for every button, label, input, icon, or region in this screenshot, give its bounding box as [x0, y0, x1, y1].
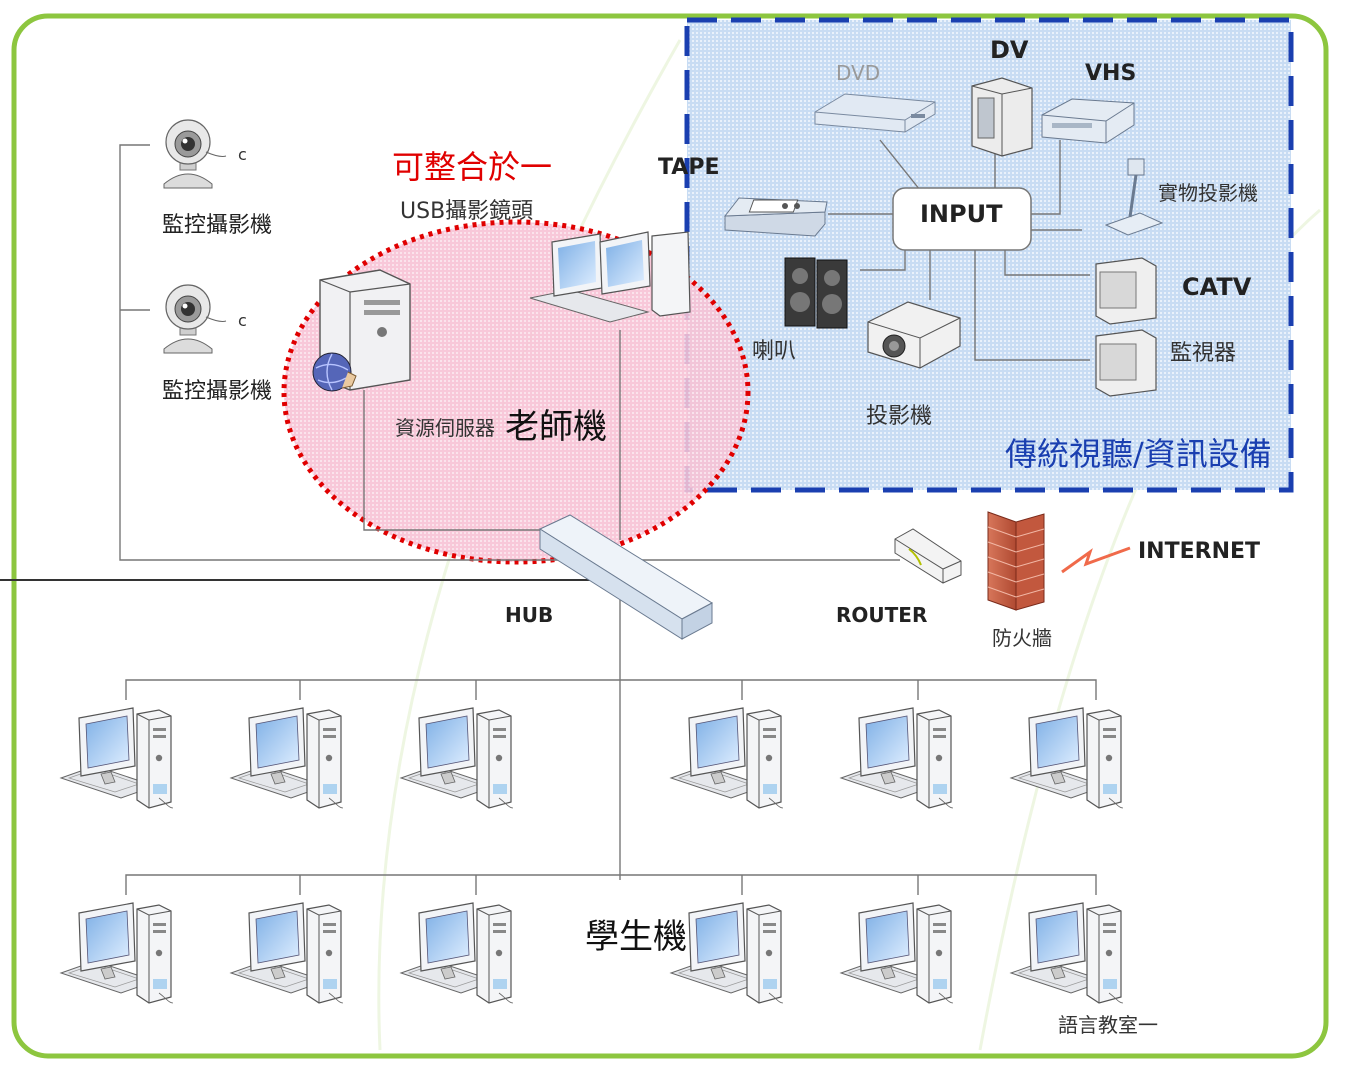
visualizer-icon — [1104, 158, 1164, 236]
network-lines — [119, 139, 1097, 895]
hub-label: HUB — [505, 603, 553, 627]
dvd-player-icon — [814, 93, 936, 133]
monitor-icon — [529, 231, 691, 323]
input-box — [892, 187, 1032, 251]
router-icon — [894, 528, 962, 584]
firewall-icon — [987, 511, 1045, 611]
visualizer-label: 實物投影機 — [1158, 181, 1258, 205]
catv-label: CATV — [1182, 273, 1252, 301]
camera-c-label: c — [238, 311, 247, 330]
vhs-icon — [1041, 98, 1135, 144]
traditional-label: 傳統視聽/資訊設備 — [1005, 435, 1272, 473]
speaker-icon — [784, 257, 848, 329]
usb-camera-label: USB攝影鏡頭 — [400, 199, 533, 224]
camera-2-label: 監控攝影機 — [162, 379, 272, 404]
speaker-label: 喇叭 — [752, 339, 796, 364]
internet-label: INTERNET — [1138, 539, 1260, 564]
server-label: 資源伺服器 — [395, 416, 495, 440]
student-label: 學生機 — [585, 917, 687, 957]
tape-deck-icon — [723, 197, 828, 237]
firewall-label: 防火牆 — [992, 626, 1052, 650]
dv-label: DV — [990, 36, 1029, 64]
lightning-icon — [1061, 546, 1131, 574]
lab-label: 語言教室一 — [1058, 1013, 1158, 1037]
projector-icon — [867, 301, 961, 369]
dv-camera-icon — [971, 77, 1033, 157]
dvd-label: DVD — [836, 61, 880, 85]
monitor-label: 監視器 — [1170, 341, 1236, 366]
router-label: ROUTER — [836, 603, 927, 627]
camera-c-label: c — [238, 145, 247, 164]
camera-1-label: 監控攝影機 — [162, 213, 272, 238]
tv-icon — [1095, 329, 1157, 397]
globe-icon — [312, 352, 357, 392]
projector-label: 投影機 — [866, 404, 932, 429]
tape-label: TAPE — [658, 155, 719, 180]
hub-icon — [538, 514, 714, 640]
input-label: INPUT — [920, 200, 1003, 228]
tv-icon — [1095, 257, 1157, 325]
teacher-label: 老師機 — [505, 407, 607, 447]
vhs-label: VHS — [1085, 61, 1136, 86]
integrate-label: 可整合於一 — [392, 148, 552, 186]
